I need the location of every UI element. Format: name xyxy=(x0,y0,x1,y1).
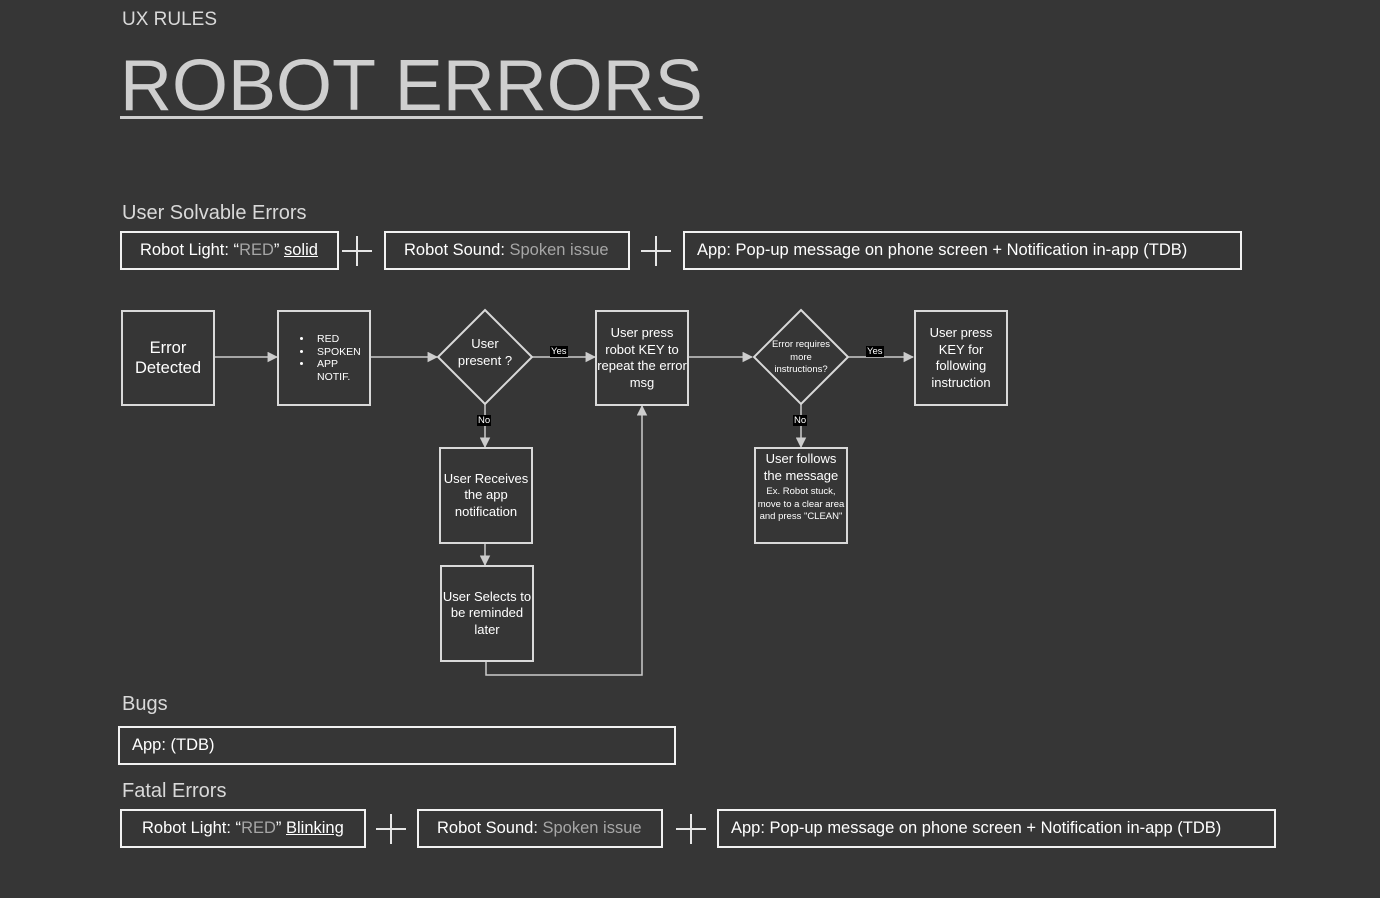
node-follows-message: User follows the message Ex. Robot stuck… xyxy=(754,447,848,544)
signals-list: RED SPOKEN APP NOTIF. xyxy=(279,333,369,383)
bugs-app-rule: App: (TDB) xyxy=(118,726,676,765)
robot-light-prefix: Robot Light: “ xyxy=(140,241,240,259)
fatal-sound-value: Spoken issue xyxy=(542,819,642,837)
signal-item: APP NOTIF. xyxy=(313,358,369,383)
node-signals: RED SPOKEN APP NOTIF. xyxy=(277,310,371,406)
node-remind-later-label: User Selects to be reminded later xyxy=(442,588,532,637)
fatal-light-color-word: RED xyxy=(241,819,276,837)
fatal-app-text: App: Pop-up message on phone screen + No… xyxy=(731,819,1222,837)
fatal-light-prefix: Robot Light: “ xyxy=(142,819,242,837)
section-heading-bugs: Bugs xyxy=(122,693,168,715)
bugs-app-text: App: (TDB) xyxy=(132,736,215,754)
decision-user-present: User present ? xyxy=(457,336,513,368)
fatal-robot-sound-rule: Robot Sound: Spoken issue xyxy=(417,809,663,848)
fatal-sound-prefix: Robot Sound: xyxy=(437,819,543,837)
page-kicker: UX RULES xyxy=(122,9,218,30)
fatal-robot-light-rule: Robot Light: “RED” Blinking xyxy=(120,809,366,848)
plus-icon xyxy=(641,236,671,266)
node-press-key: User press robot KEY to repeat the error… xyxy=(595,310,689,406)
robot-sound-value: Spoken issue xyxy=(509,241,609,259)
node-press-key-following-label: User press KEY for following instruction xyxy=(929,325,993,390)
light-color-word: RED xyxy=(239,241,274,259)
robot-sound-rule: Robot Sound: Spoken issue xyxy=(384,231,630,270)
yes-label: Yes xyxy=(866,346,884,357)
section-heading-user-solvable: User Solvable Errors xyxy=(122,202,307,224)
no-label: No xyxy=(477,415,492,426)
yes-label: Yes xyxy=(550,346,568,357)
node-follows-example: Ex. Robot stuck, move to a clear area an… xyxy=(757,486,845,522)
light-mode: solid xyxy=(284,241,318,259)
signal-item: RED xyxy=(313,333,369,346)
fatal-light-mid: ” xyxy=(275,819,286,837)
robot-light-mid: ” xyxy=(273,241,284,259)
app-rule: App: Pop-up message on phone screen + No… xyxy=(683,231,1242,270)
fatal-light-mode: Blinking xyxy=(286,819,344,837)
no-label: No xyxy=(793,415,808,426)
fatal-app-rule: App: Pop-up message on phone screen + No… xyxy=(717,809,1276,848)
node-error-detected: Error Detected xyxy=(121,310,215,406)
robot-light-rule: Robot Light: “RED” solid xyxy=(120,231,339,270)
node-error-detected-label: Error Detected xyxy=(134,339,202,377)
section-heading-fatal: Fatal Errors xyxy=(122,780,227,802)
decision-user-present-shape xyxy=(436,308,534,406)
node-remind-later: User Selects to be reminded later xyxy=(440,565,534,662)
plus-icon xyxy=(342,236,372,266)
page-title: ROBOT ERRORS xyxy=(120,46,703,126)
node-receives-notification: User Receives the app notification xyxy=(439,447,533,544)
app-rule-text: App: Pop-up message on phone screen + No… xyxy=(697,241,1188,259)
node-follows-message-label: User follows the message xyxy=(763,451,839,483)
node-press-key-following: User press KEY for following instruction xyxy=(914,310,1008,406)
robot-sound-prefix: Robot Sound: xyxy=(404,241,510,259)
node-receives-notification-label: User Receives the app notification xyxy=(443,470,529,519)
plus-icon xyxy=(376,814,406,844)
signal-item: SPOKEN xyxy=(313,346,369,359)
decision-more-instructions: Error requires more instructions? xyxy=(771,339,831,375)
plus-icon xyxy=(676,814,706,844)
decision-more-instructions-shape xyxy=(752,308,850,406)
node-press-key-label: User press robot KEY to repeat the error… xyxy=(597,325,687,390)
